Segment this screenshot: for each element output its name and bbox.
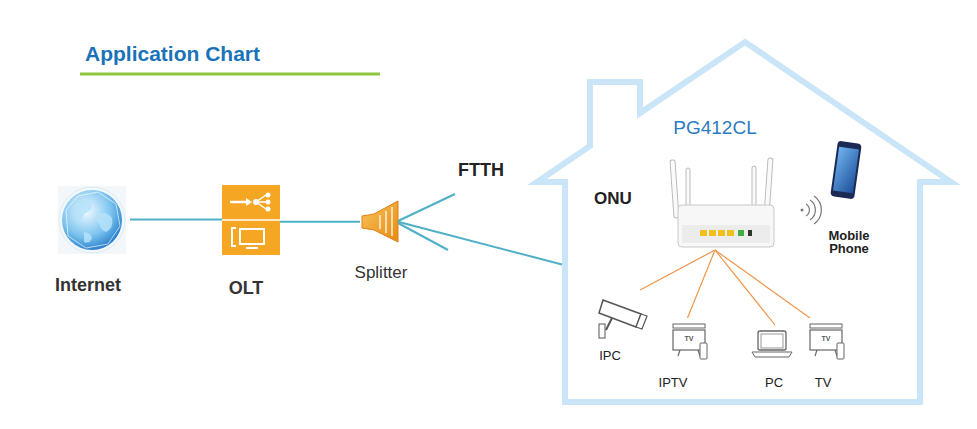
network-label: FTTH: [458, 160, 504, 181]
olt-branches: [256, 195, 266, 209]
connector-line: [398, 222, 562, 265]
connector-line: [280, 221, 360, 223]
house-outline: [537, 42, 951, 402]
antenna: [752, 166, 756, 206]
node-label: TV: [822, 335, 831, 343]
pon-port: [738, 230, 744, 236]
connector-line: [640, 250, 715, 290]
icon-backdrop: [58, 186, 126, 254]
olt-arrow-head: [246, 198, 252, 206]
remote: [837, 343, 844, 359]
connector-line: [130, 219, 222, 221]
camera-lens: [636, 314, 647, 329]
pc-node: PC: [750, 325, 800, 392]
splitter-body: [362, 201, 398, 242]
globe-icon: [58, 186, 126, 254]
node-label: TV: [815, 376, 832, 390]
title-underline: [80, 73, 380, 76]
phone-body: [830, 141, 862, 200]
globe-sphere: [62, 190, 122, 250]
globe-land: [96, 213, 113, 232]
internet-node: Internet: [55, 185, 130, 300]
globe-network: [66, 192, 120, 248]
node-label: TV: [685, 335, 694, 343]
olt-arrow: [230, 201, 246, 204]
olt-leaf: [266, 193, 271, 198]
wifi-wave: [810, 200, 815, 220]
router-face: [682, 225, 770, 243]
fiber-line: [398, 223, 448, 250]
olt-bracket: [232, 228, 236, 246]
lan-port: [727, 230, 734, 236]
tv-node: TV TV: [805, 318, 855, 392]
set-top-box: [810, 324, 842, 328]
connector-line: [715, 250, 775, 325]
camera-body: [599, 300, 641, 327]
lan-port: [700, 230, 707, 236]
camera-icon: [599, 300, 647, 338]
globe-land: [84, 232, 92, 243]
node-label: PG412CL: [673, 118, 756, 139]
phone-node: Mobile Phone: [822, 140, 880, 258]
olt-leaf: [266, 207, 271, 212]
laptop-icon: [752, 331, 792, 357]
lan-port: [718, 230, 725, 236]
node-label: Splitter: [355, 264, 408, 283]
laptop-screen: [758, 331, 786, 350]
router-body: [678, 205, 774, 247]
wifi-dot: [801, 209, 804, 212]
olt-stand: [246, 247, 258, 249]
set-top-box: [673, 324, 705, 328]
antenna: [686, 168, 690, 208]
power-port: [748, 230, 752, 236]
laptop-base: [752, 352, 792, 357]
splitter-icon: [362, 194, 455, 250]
remote: [700, 343, 707, 359]
lan-port: [709, 230, 716, 236]
tv-icon: [810, 324, 844, 359]
onu-router: ONU: [650, 155, 780, 250]
node-label: OLT: [229, 279, 264, 299]
camera-mount: [606, 318, 612, 330]
olt-leaf: [266, 200, 271, 205]
art-part: [830, 141, 862, 200]
olt-divider: [222, 219, 280, 221]
olt-monitor: [240, 229, 264, 244]
camera-base: [599, 324, 605, 338]
router-icon: [670, 158, 774, 247]
node-label: IPC: [599, 349, 621, 363]
olt-icon: [222, 185, 280, 255]
iptv-icon: [673, 324, 707, 359]
splitter-node: Splitter: [360, 205, 398, 285]
tv-legs: [815, 350, 837, 356]
camera-node: IPC: [595, 290, 650, 368]
splitter-bars: [380, 207, 392, 236]
house-node: PG412CL ONU Mobile PhoneIPC TV IPTV PC TV TV: [562, 40, 922, 405]
wifi-wave: [814, 196, 821, 224]
globe-ring: [59, 187, 125, 253]
chart-title: Application Chart: [85, 42, 260, 66]
phone-icon: [801, 141, 862, 224]
node-label: Internet: [55, 276, 121, 296]
connector-line: [688, 250, 716, 318]
node-label: Mobile Phone: [818, 229, 880, 255]
node-label: PC: [765, 376, 783, 390]
iptv-node: TV IPTV: [660, 318, 715, 392]
olt-node: OLT: [222, 185, 280, 300]
phone-screen: [833, 147, 859, 193]
wifi-wave: [806, 204, 809, 216]
globe-land: [74, 200, 92, 220]
tv-legs: [678, 350, 700, 356]
laptop-display: [761, 334, 783, 348]
node-label: ONU: [594, 190, 632, 209]
connector-line: [715, 250, 810, 318]
fiber-line: [398, 194, 455, 221]
node-label: IPTV: [659, 376, 688, 390]
olt-body: [222, 185, 280, 255]
